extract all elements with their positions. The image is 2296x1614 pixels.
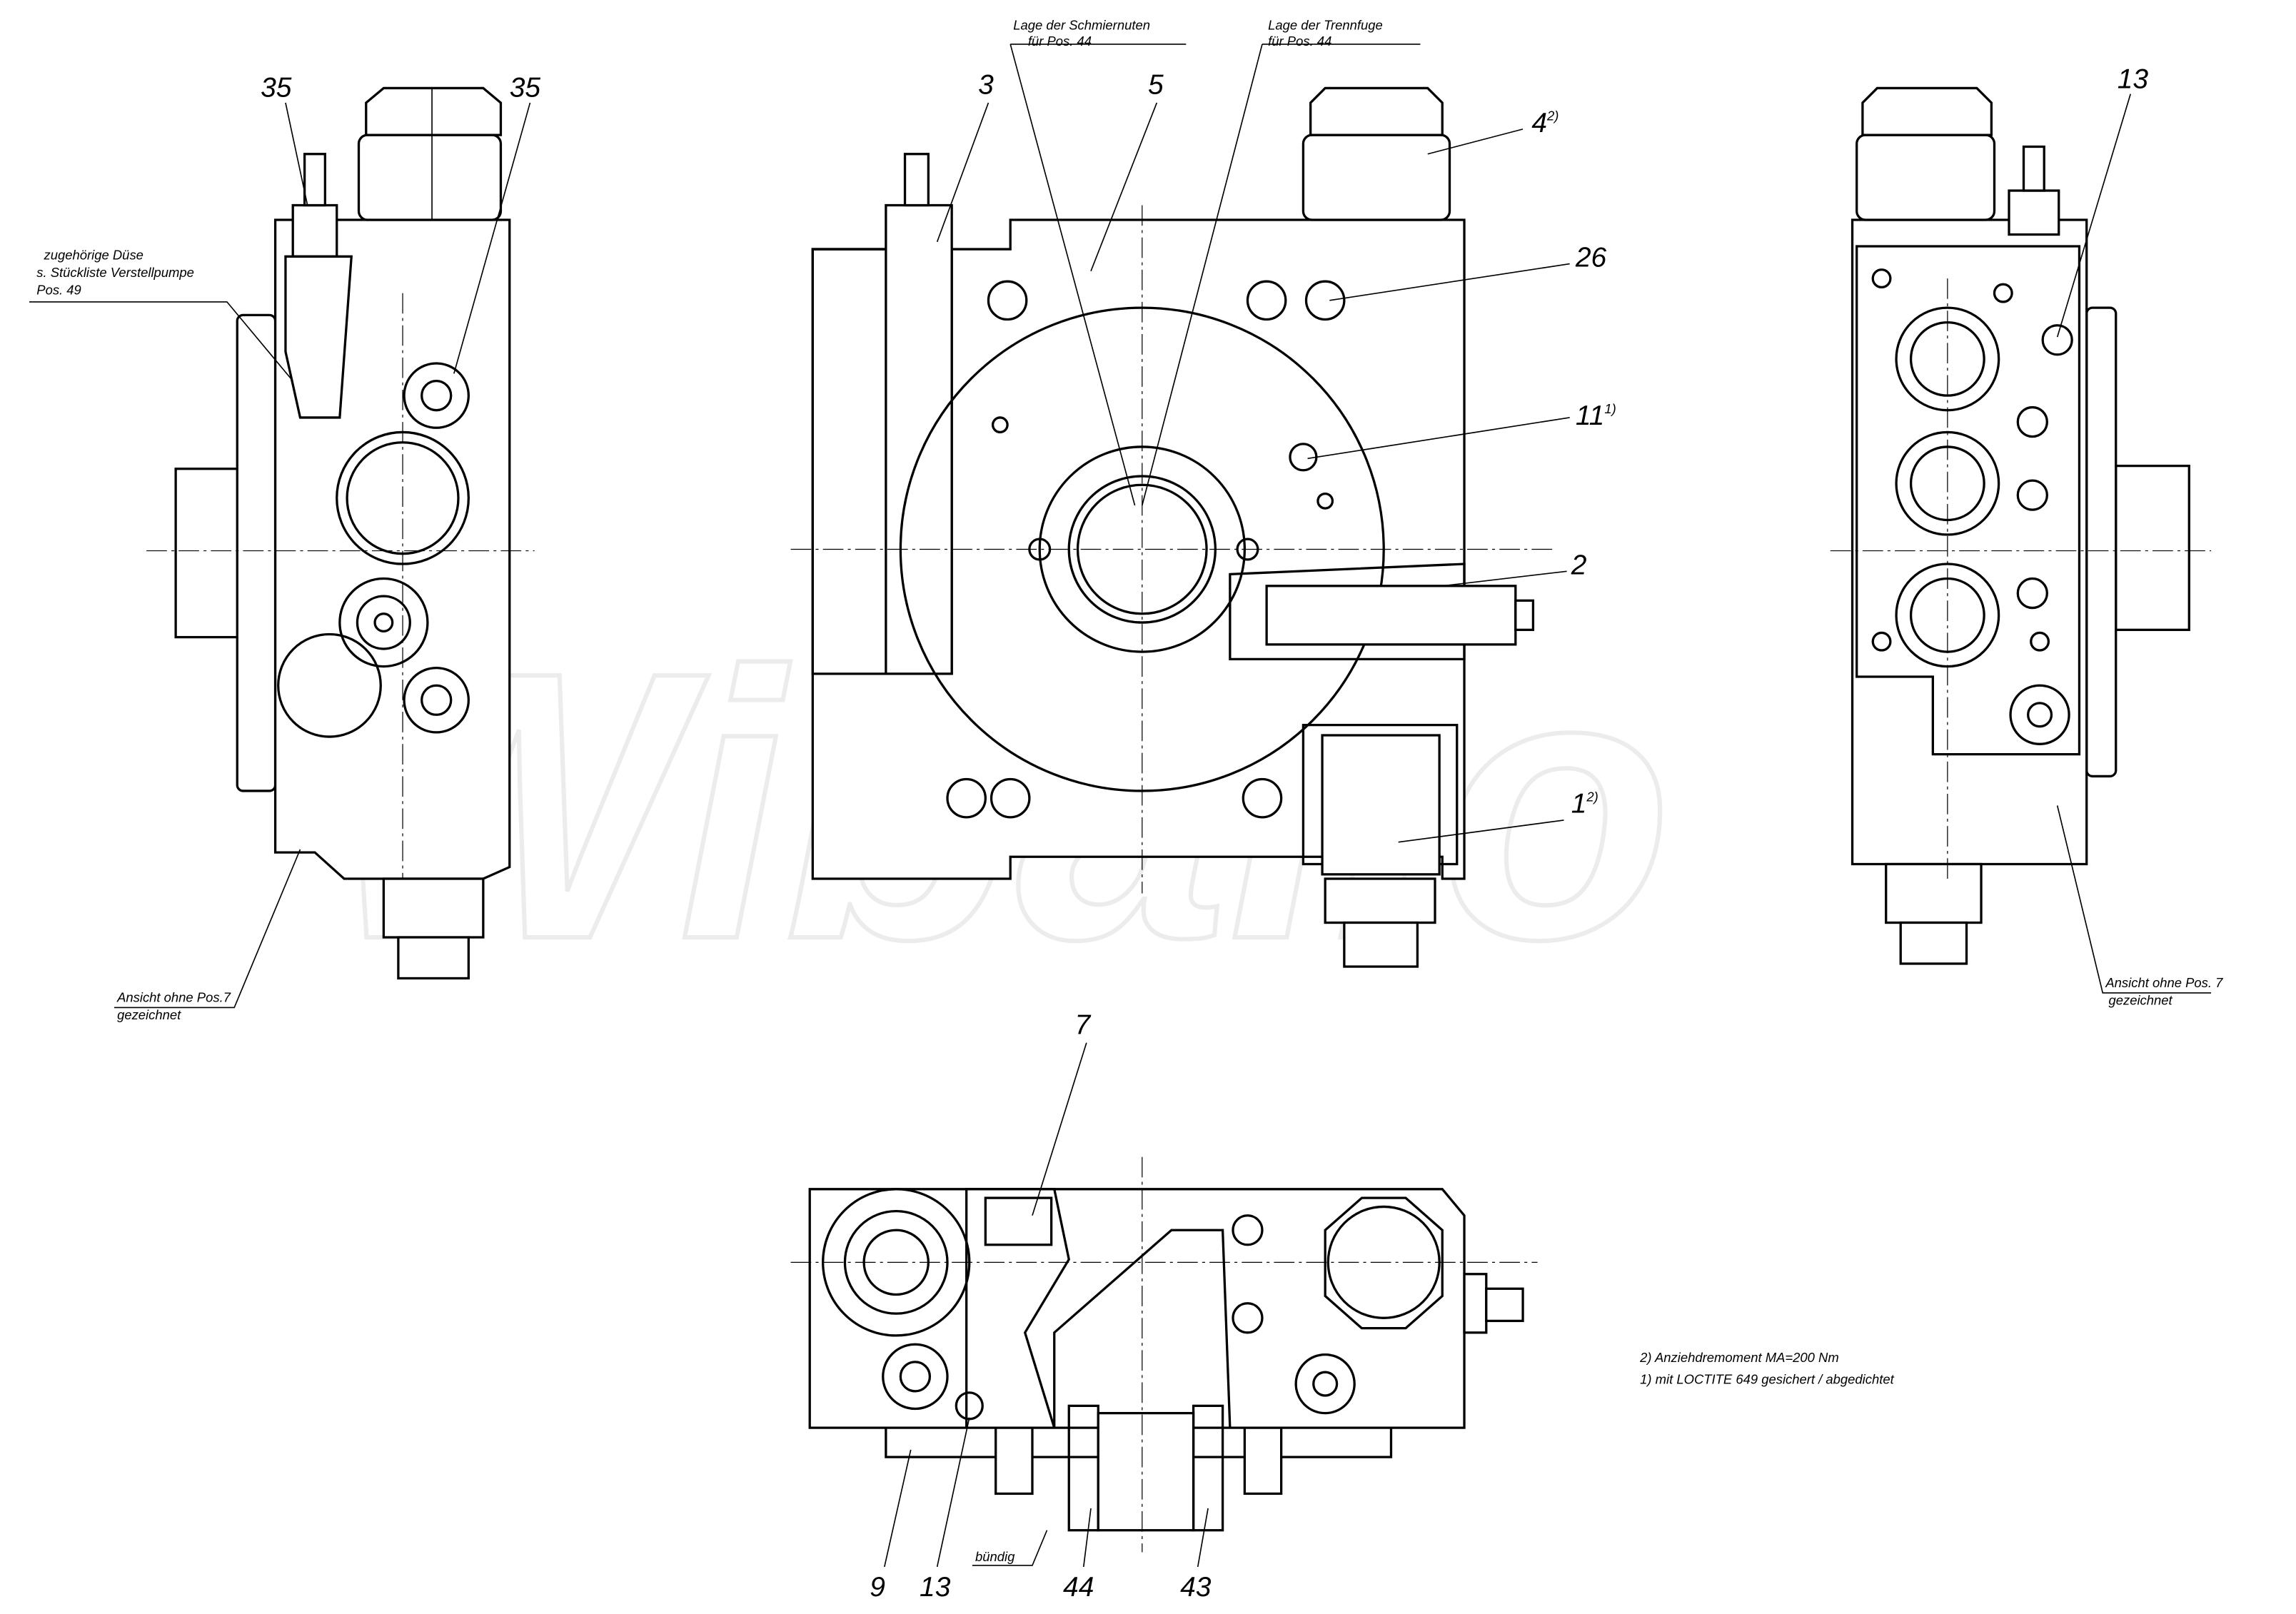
label-4: 42) bbox=[1531, 108, 1559, 138]
label-3: 3 bbox=[978, 70, 994, 101]
label-7: 7 bbox=[1074, 1009, 1091, 1040]
right-side-view: 13 Ansicht ohne Pos. 7 gezeichnet bbox=[1830, 64, 2223, 1007]
right-view-note-line1: Ansicht ohne Pos. 7 bbox=[2105, 975, 2223, 990]
parting-callout-line2: für Pos. 44 bbox=[1268, 34, 1331, 49]
label-1: 12) bbox=[1571, 789, 1598, 819]
flush-label: bündig bbox=[975, 1549, 1015, 1564]
lubrication-callout-line1: Lage der Schmiernuten bbox=[1013, 17, 1150, 32]
label-9: 9 bbox=[870, 1572, 885, 1603]
label-35-right: 35 bbox=[510, 73, 541, 104]
loctite-note: 1) mit LOCTITE 649 gesichert / abgedicht… bbox=[1640, 1372, 1894, 1387]
label-11: 111) bbox=[1576, 400, 1616, 431]
nozzle-note-line2: s. Stückliste Verstellpumpe bbox=[36, 265, 194, 280]
left-view-note-line2: gezeichnet bbox=[117, 1007, 181, 1022]
parting-callout-line1: Lage der Trennfuge bbox=[1268, 17, 1383, 32]
bottom-view: 7 9 13 44 43 bündig bbox=[790, 1009, 1538, 1603]
label-2: 2 bbox=[1571, 550, 1587, 580]
torque-note: 2) Anziehdremoment MA=200 Nm bbox=[1639, 1350, 1839, 1365]
left-view-note-line1: Ansicht ohne Pos.7 bbox=[116, 989, 231, 1004]
label-26: 26 bbox=[1575, 243, 1607, 273]
label-35-left: 35 bbox=[261, 73, 292, 104]
label-5: 5 bbox=[1148, 70, 1164, 101]
label-13-bottom: 13 bbox=[920, 1572, 951, 1603]
right-view-note-line2: gezeichnet bbox=[2108, 992, 2172, 1007]
nozzle-note-line1: zugehörige Düse bbox=[44, 247, 144, 262]
lubrication-callout-line2: für Pos. 44 bbox=[1028, 34, 1092, 49]
label-43: 43 bbox=[1180, 1572, 1212, 1603]
left-side-view: 35 35 zugehörige Düse s. Stückliste Vers… bbox=[29, 73, 540, 1022]
label-44: 44 bbox=[1063, 1572, 1094, 1603]
label-13-right-view: 13 bbox=[2118, 64, 2149, 94]
nozzle-note-line3: Pos. 49 bbox=[36, 283, 81, 298]
center-section-view: Lage der Schmiernuten für Pos. 44 Lage d… bbox=[790, 17, 1616, 968]
